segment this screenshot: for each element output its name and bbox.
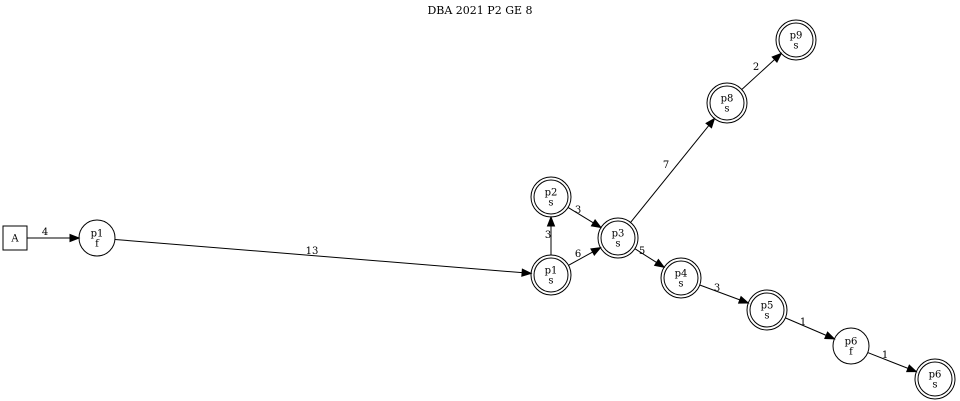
node-inner-ring — [749, 292, 785, 328]
edges: 4 13 3 6 3 7 5 3 1 1 2 — [27, 52, 918, 373]
node-inner-ring — [663, 260, 699, 296]
node-outer-ring — [530, 254, 572, 296]
edge-p4s-to-p5s: 3 — [699, 283, 750, 304]
edge-weight-label: 5 — [639, 246, 645, 257]
node-label-line: A — [10, 234, 19, 245]
arrowhead — [771, 52, 783, 64]
node-label-line: p4 — [675, 269, 688, 280]
node-p3s: p3s — [597, 217, 639, 259]
edge-weight-label: 4 — [42, 227, 48, 238]
edge-weight-label: 1 — [800, 317, 806, 328]
node-label-line: p2 — [545, 188, 558, 199]
node-label-line: s — [793, 41, 798, 52]
node-p4s: p4s — [660, 257, 702, 299]
node-outer-ring — [597, 217, 639, 259]
edge-p1s-to-p3s: 6 — [568, 247, 602, 266]
node-outer-ring — [660, 257, 702, 299]
node-circle — [832, 327, 870, 365]
node-inner-ring — [533, 179, 569, 215]
node-outer-ring — [775, 19, 817, 61]
node-inner-ring — [917, 361, 953, 397]
node-p5s: p5s — [746, 289, 788, 331]
node-label-line: p1 — [545, 266, 558, 277]
edge-p6f-to-p6s: 1 — [867, 350, 918, 373]
node-outer-ring — [530, 176, 572, 218]
edge-p1s-to-p2s: 3 — [545, 215, 556, 255]
edge-weight-label: 13 — [306, 246, 319, 257]
edge-p5s-to-p6f: 1 — [785, 317, 836, 340]
node-label-line: s — [764, 311, 769, 322]
arrowhead — [737, 295, 750, 304]
edge-line — [867, 352, 909, 369]
edge-line — [568, 251, 593, 266]
edge-weight-label: 3 — [545, 230, 551, 241]
edge-line — [114, 238, 523, 274]
node-outer-ring — [706, 82, 748, 124]
node-label-line: p1 — [91, 229, 104, 240]
node-inner-ring — [778, 22, 814, 58]
node-label-line: p5 — [761, 301, 774, 312]
node-label-line: s — [548, 276, 553, 287]
node-inner-ring — [709, 85, 745, 121]
edge-weight-label: 7 — [663, 160, 669, 171]
edge-weight-label: 3 — [714, 283, 720, 294]
arrowhead — [653, 258, 666, 269]
node-p1s: p1s — [530, 254, 572, 296]
edge-p2s-to-p3s: 3 — [567, 205, 603, 229]
edge-line — [567, 207, 594, 224]
edge-p8s-to-p9s: 2 — [741, 52, 783, 90]
arrowhead — [905, 364, 918, 373]
node-p6f: p6f — [832, 327, 870, 365]
node-inner-ring — [533, 257, 569, 293]
node-p6s: p6s — [914, 358, 956, 400]
arrowhead — [590, 247, 602, 256]
arrowhead — [705, 117, 716, 129]
arrowhead — [824, 331, 836, 340]
node-p8s: p8s — [706, 82, 748, 124]
edge-p1f-to-p1s: 13 — [114, 238, 533, 277]
node-inner-ring — [600, 220, 636, 256]
arrowhead — [546, 215, 556, 227]
edge-line — [785, 317, 827, 336]
edge-line — [630, 125, 710, 223]
node-p9s: p9s — [775, 19, 817, 61]
node-circle — [78, 219, 116, 257]
edge-p3s-to-p8s: 7 — [630, 117, 716, 223]
edge-p3s-to-p4s: 5 — [634, 246, 666, 269]
edge-weight-label: 2 — [753, 62, 759, 73]
edge-line — [741, 59, 775, 90]
edge-line — [699, 284, 740, 301]
node-outer-ring — [746, 289, 788, 331]
node-label-line: f — [849, 347, 854, 358]
arrowhead — [590, 218, 603, 229]
diagram-title: DBA 2021 P2 GE 8 — [427, 4, 532, 17]
node-label-line: s — [615, 239, 620, 250]
node-A: A — [2, 225, 28, 251]
edge-weight-label: 1 — [882, 350, 888, 361]
node-label-line: f — [95, 239, 100, 250]
edge-weight-label: 6 — [575, 249, 581, 260]
edge-weight-label: 3 — [575, 205, 581, 216]
node-label-line: p3 — [612, 229, 625, 240]
arrowhead — [69, 233, 81, 243]
node-label-line: s — [724, 104, 729, 115]
edge-line — [634, 248, 657, 263]
node-box — [2, 225, 28, 251]
node-outer-ring — [914, 358, 956, 400]
node-p1f: p1f — [78, 219, 116, 257]
node-label-line: p6 — [929, 370, 942, 381]
node-label-line: s — [678, 279, 683, 290]
node-label-line: s — [932, 380, 937, 391]
node-label-line: p8 — [721, 94, 734, 105]
node-p2s: p2s — [530, 176, 572, 218]
node-label-line: p9 — [790, 31, 803, 42]
node-label-line: s — [548, 198, 553, 209]
node-label-line: p6 — [845, 337, 858, 348]
edge-A-to-p1f: 4 — [27, 227, 81, 243]
arrowhead — [521, 268, 533, 277]
